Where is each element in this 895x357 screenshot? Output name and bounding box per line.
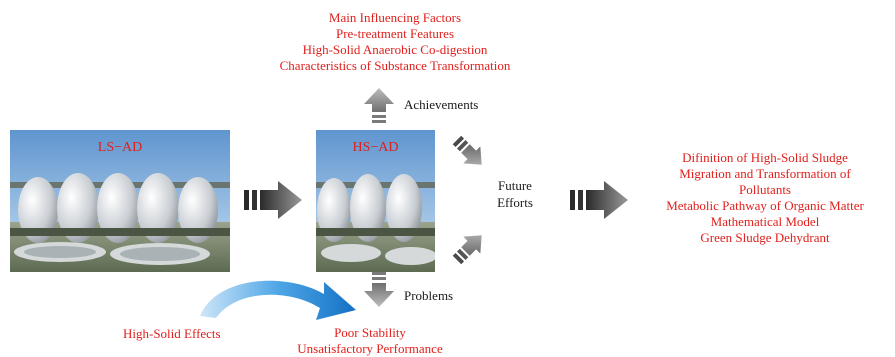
achievements-list: Main Influencing Factors Pre-treatment F… xyxy=(240,10,550,74)
ls-ad-photo: LS−AD xyxy=(10,130,230,272)
future-item: Difinition of High-Solid Sludge xyxy=(682,150,848,165)
achievements-label: Achievements xyxy=(404,97,479,112)
problem-item: Poor Stability xyxy=(334,325,406,340)
achievement-item: High-Solid Anaerobic Co-digestion xyxy=(302,42,488,57)
future-efforts-line2: Efforts xyxy=(497,195,533,210)
right-arrow-icon xyxy=(244,181,302,219)
high-solid-effects-label: High-Solid Effects xyxy=(123,326,221,341)
problems-label: Problems xyxy=(404,288,454,303)
diagonal-down-arrow-icon xyxy=(452,135,482,165)
achievement-item: Characteristics of Substance Transformat… xyxy=(279,58,511,73)
problem-item: Unsatisfactory Performance xyxy=(297,341,443,356)
future-item: Metabolic Pathway of Organic Matter xyxy=(666,198,864,213)
future-efforts-line1: Future xyxy=(498,178,532,193)
future-efforts-list: Difinition of High-Solid Sludge Migratio… xyxy=(640,150,890,246)
achievement-item: Pre-treatment Features xyxy=(335,26,455,41)
future-item: Green Sludge Dehydrant xyxy=(700,230,830,245)
future-efforts-label: Future Efforts xyxy=(475,177,555,211)
diagonal-up-arrow-icon xyxy=(452,235,482,265)
future-item: Mathematical Model xyxy=(710,214,820,229)
curved-arrow-icon xyxy=(200,280,356,320)
future-item: Pollutants xyxy=(738,182,791,197)
up-arrow-icon xyxy=(364,88,394,123)
future-item: Migration and Transformation of xyxy=(679,166,851,181)
hs-ad-photo: HS−AD xyxy=(316,130,435,272)
ls-ad-title: LS−AD xyxy=(97,140,143,155)
down-arrow-icon xyxy=(364,272,394,307)
right-arrow-icon xyxy=(570,181,628,219)
hs-ad-title: HS−AD xyxy=(352,140,399,155)
achievement-item: Main Influencing Factors xyxy=(328,10,462,25)
problems-list: Poor Stability Unsatisfactory Performanc… xyxy=(270,325,470,357)
